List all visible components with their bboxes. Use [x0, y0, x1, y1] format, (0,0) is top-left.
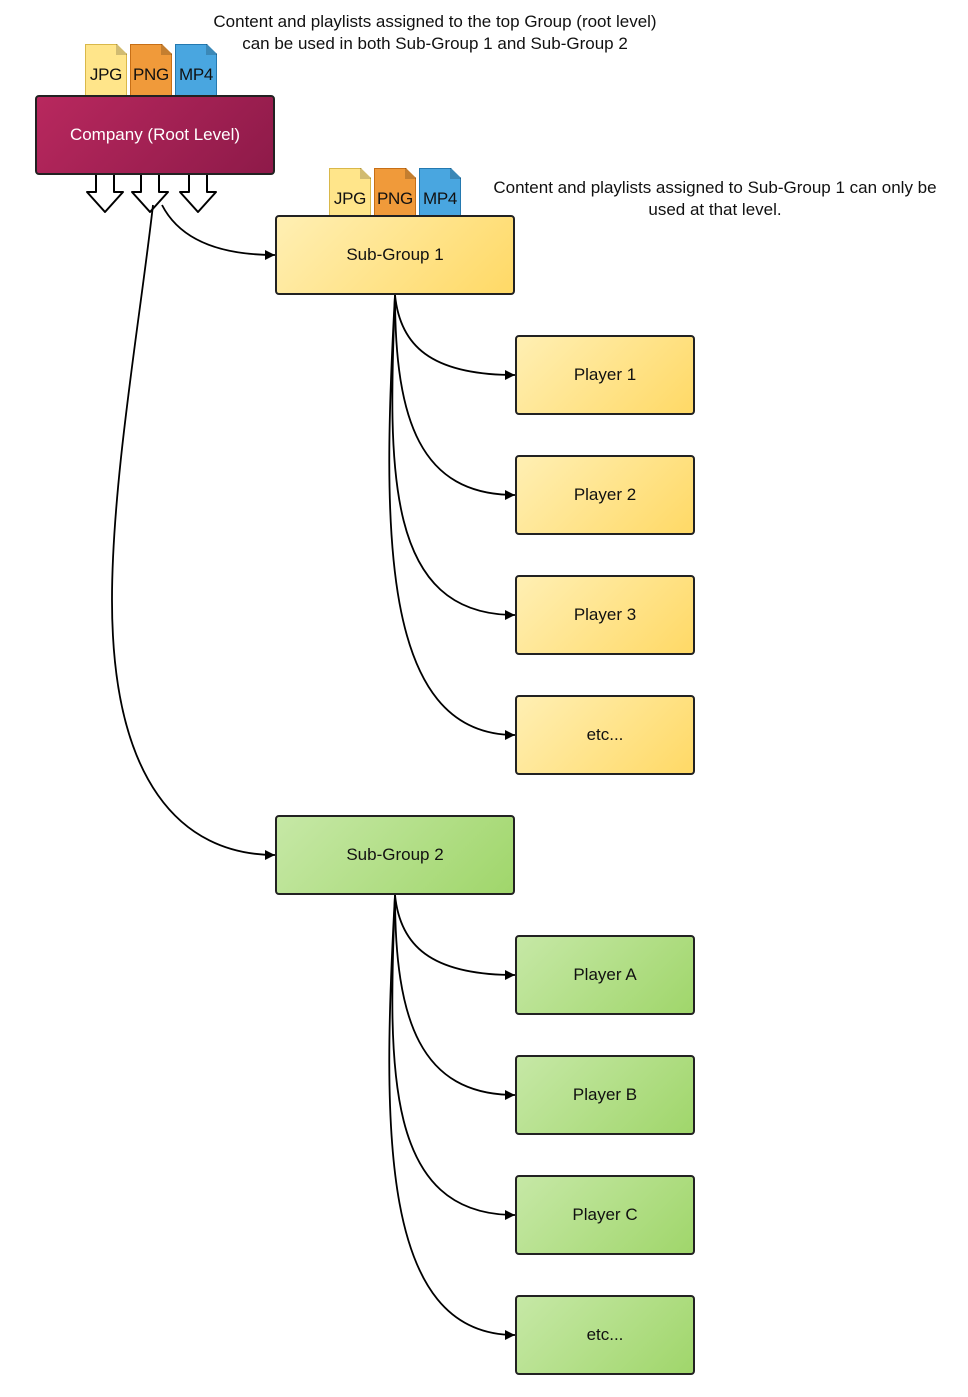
connector-subgroup1-player3	[391, 294, 516, 620]
sub-group-2-node[interactable]: Sub-Group 2	[275, 815, 515, 895]
connector-subgroup2-etc	[388, 894, 516, 1340]
connector-subgroup1-etc	[388, 294, 516, 740]
player-label: Player B	[572, 1085, 638, 1104]
player-label: etc...	[586, 725, 624, 744]
company-root-node[interactable]: Company (Root Level)	[35, 95, 275, 175]
player-label: Player C	[572, 1205, 638, 1224]
player-node-etc[interactable]: etc...	[515, 695, 695, 775]
connector-company-subgroup1	[161, 204, 276, 260]
sub-group-1-note: Content and playlists assigned to Sub-Gr…	[472, 177, 958, 221]
connector-subgroup2-playerC	[391, 894, 516, 1220]
jpg-file-label: JPG	[89, 65, 123, 84]
player-node[interactable]: Player 1	[515, 335, 695, 415]
mp4-file-label: MP4	[422, 189, 458, 208]
player-label: etc...	[586, 1325, 624, 1344]
connector-subgroup1-player1	[394, 294, 516, 380]
root-note-line-1: Content and playlists assigned to the to…	[213, 12, 657, 31]
png-file-label: PNG	[377, 189, 413, 208]
connector-subgroup2-playerA	[394, 894, 516, 980]
connector-company-subgroup2	[111, 204, 276, 860]
player-label: Player A	[573, 965, 637, 984]
jpg-file-label: JPG	[333, 189, 367, 208]
player-label: Player 2	[573, 485, 637, 504]
player-node[interactable]: Player 3	[515, 575, 695, 655]
root-note-line-2: can be used in both Sub-Group 1 and Sub-…	[242, 34, 628, 53]
company-label: Company (Root Level)	[69, 125, 241, 144]
root-level-note: Content and playlists assigned to the to…	[170, 11, 700, 55]
player-label: Player 1	[573, 365, 637, 384]
player-node-etc[interactable]: etc...	[515, 1295, 695, 1375]
sub-group-1-label: Sub-Group 1	[346, 245, 444, 264]
png-file-label: PNG	[133, 65, 169, 84]
player-node[interactable]: Player C	[515, 1175, 695, 1255]
connector-subgroup2-playerB	[394, 894, 516, 1100]
sub-group-1-node[interactable]: Sub-Group 1	[275, 215, 515, 295]
connector-subgroup1-player2	[394, 294, 516, 500]
player-node[interactable]: Player 2	[515, 455, 695, 535]
sub-group-2-label: Sub-Group 2	[346, 845, 444, 864]
player-node[interactable]: Player B	[515, 1055, 695, 1135]
sub1-note-line-1: Content and playlists assigned to Sub-Gr…	[493, 178, 937, 197]
sub1-note-line-2: used at that level.	[648, 200, 782, 219]
player-label: Player 3	[573, 605, 637, 624]
player-node[interactable]: Player A	[515, 935, 695, 1015]
mp4-file-label: MP4	[178, 65, 214, 84]
